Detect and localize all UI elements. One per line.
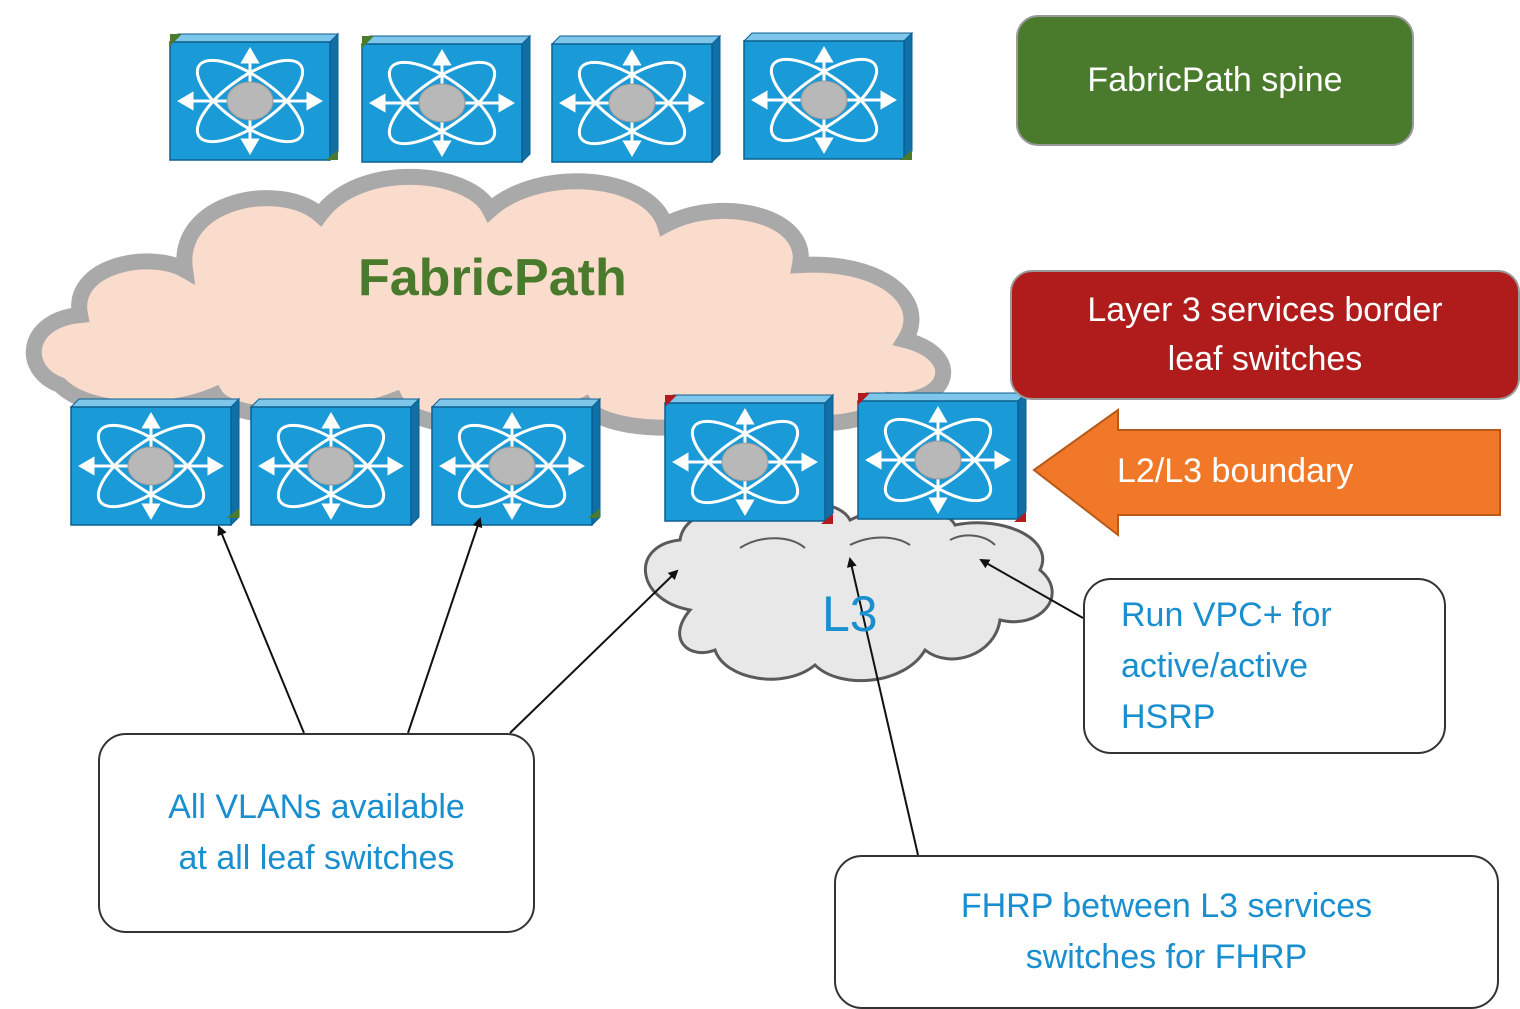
vpc-callout-line3: HSRP bbox=[1121, 697, 1216, 736]
connector-arrows bbox=[217, 517, 1084, 856]
switch-icon[interactable] bbox=[69, 397, 241, 527]
vlans-callout: All VLANs available at all leaf switches bbox=[98, 733, 535, 933]
fhrp-callout-line2: switches for FHRP bbox=[1025, 938, 1308, 976]
switch-icon[interactable] bbox=[856, 391, 1028, 521]
vpc-callout-line2: active/active bbox=[1121, 646, 1309, 685]
border-leaf-label-line2: leaf switches bbox=[1167, 340, 1363, 378]
fabricpath-cloud-label: FabricPath bbox=[358, 249, 627, 307]
vlans-callout-line2: at all leaf switches bbox=[178, 839, 455, 877]
switch-icon[interactable] bbox=[168, 32, 340, 162]
fhrp-callout-line1: FHRP between L3 services bbox=[960, 887, 1373, 925]
border-leaf-label-box: Layer 3 services border leaf switches bbox=[1010, 270, 1520, 400]
spine-switches bbox=[168, 31, 914, 164]
l3-cloud-label: L3 bbox=[822, 586, 878, 642]
switch-icon[interactable] bbox=[249, 397, 421, 527]
switch-icon[interactable] bbox=[360, 34, 532, 164]
spine-label-box: FabricPath spine bbox=[1016, 15, 1414, 146]
spine-label: FabricPath spine bbox=[1087, 61, 1343, 99]
switch-icon[interactable] bbox=[742, 31, 914, 161]
boundary-arrow bbox=[1032, 408, 1501, 538]
switch-icon[interactable] bbox=[430, 397, 602, 527]
switch-icon[interactable] bbox=[663, 393, 835, 523]
fhrp-callout: FHRP between L3 services switches for FH… bbox=[834, 855, 1499, 1009]
border-leaf-switches bbox=[663, 391, 1028, 524]
leaf-switches bbox=[69, 397, 602, 527]
vpc-callout: Run VPC+ for active/active HSRP bbox=[1083, 578, 1446, 754]
boundary-label: L2/L3 boundary bbox=[1117, 452, 1354, 490]
vpc-callout-line1: Run VPC+ for bbox=[1121, 595, 1332, 634]
vlans-callout-line1: All VLANs available bbox=[168, 788, 465, 826]
switch-icon[interactable] bbox=[550, 34, 722, 164]
border-leaf-label-line1: Layer 3 services border bbox=[1087, 290, 1443, 329]
